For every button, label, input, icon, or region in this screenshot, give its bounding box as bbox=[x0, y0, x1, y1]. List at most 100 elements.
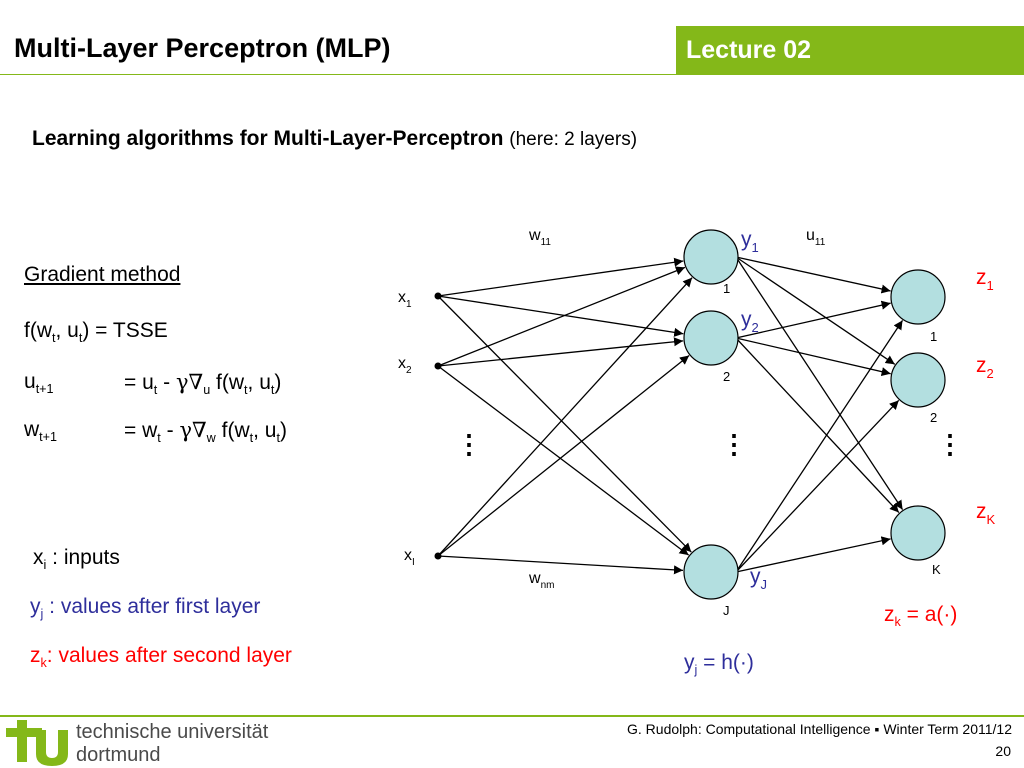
edge-x3-y3 bbox=[437, 555, 684, 575]
network-edges bbox=[437, 256, 904, 575]
zk-text: = a(·) bbox=[900, 603, 958, 626]
hidden-index-2: 2 bbox=[723, 369, 730, 384]
hidden-node-1 bbox=[683, 229, 739, 285]
edge-x2-y1 bbox=[437, 266, 686, 367]
w-rhs4: , u bbox=[253, 419, 277, 442]
edge-x1-y3 bbox=[437, 295, 692, 553]
f-sub-t1: t bbox=[52, 331, 56, 346]
zk-sym: z bbox=[884, 603, 895, 626]
hidden-label-2: y2 bbox=[741, 308, 759, 335]
header-divider bbox=[0, 74, 1024, 75]
output-label-1: z1 bbox=[976, 266, 994, 293]
w-update-formula: wt+1= wt - γ∇w f(wt, ut) bbox=[24, 418, 287, 445]
output-index-2: 2 bbox=[930, 410, 937, 425]
u-rhs5: ) bbox=[274, 371, 282, 394]
u-gamma: γ bbox=[175, 370, 189, 394]
edge-x2-y2 bbox=[437, 337, 684, 367]
legend-z-sub: k bbox=[40, 656, 47, 671]
edge-x3-y2 bbox=[437, 354, 690, 557]
edge-y2-z1 bbox=[735, 300, 891, 339]
f-part-c: ) = TSSE bbox=[82, 319, 168, 342]
input-dot-2 bbox=[434, 362, 442, 370]
network-nodes bbox=[434, 229, 946, 600]
w-rhs-sub2: t bbox=[249, 431, 254, 446]
edge-y3-z2 bbox=[735, 399, 900, 573]
weight-w11-label: w11 bbox=[528, 227, 551, 248]
tu-logo bbox=[6, 720, 68, 766]
legend-y-text: : values after first layer bbox=[43, 595, 261, 618]
output-index-3: K bbox=[932, 562, 941, 577]
hidden-node-3 bbox=[683, 544, 739, 600]
legend-z-sym: z bbox=[30, 644, 41, 667]
u-lhs-sub: t+1 bbox=[35, 382, 54, 397]
w-nabla: ∇ bbox=[192, 418, 207, 442]
w-rhs1: = w bbox=[124, 419, 158, 442]
page-number: 20 bbox=[995, 743, 1011, 759]
subheading-note: (here: 2 layers) bbox=[509, 129, 638, 150]
hidden-node-2 bbox=[683, 310, 739, 366]
edge-x2-y3 bbox=[437, 365, 690, 556]
gradient-method-heading: Gradient method bbox=[24, 263, 181, 286]
legend-first-layer: yj : values after first layer bbox=[30, 595, 261, 622]
footer-credit: G. Rudolph: Computational Intelligence ▪… bbox=[627, 721, 1012, 737]
edge-x3-y1 bbox=[437, 277, 693, 557]
weight-u11-label: u11 bbox=[806, 227, 826, 248]
legend-second-layer: zk: values after second layer bbox=[30, 644, 292, 671]
w-lhs-sub: t+1 bbox=[39, 430, 58, 445]
yj-text: = h(·) bbox=[697, 651, 754, 674]
subheading-bold: Learning algorithms for Multi-Layer-Perc… bbox=[32, 127, 504, 150]
w-rhs: = wt - γ∇w f(wt, ut) bbox=[124, 418, 287, 446]
output-label-3: zK bbox=[976, 500, 996, 527]
w-nabla-sub: w bbox=[206, 431, 216, 446]
legend-y-sub: j bbox=[40, 607, 44, 622]
u-nabla-sub: u bbox=[203, 383, 211, 398]
input-dot-1 bbox=[434, 292, 442, 300]
slide-title: Multi-Layer Perceptron (MLP) bbox=[14, 33, 391, 63]
u-rhs: = ut - γ∇u f(wt, ut) bbox=[124, 370, 282, 398]
f-sub-t2: t bbox=[78, 331, 83, 346]
legend-z-text: : values after second layer bbox=[46, 644, 292, 667]
output-label-2: z2 bbox=[976, 354, 994, 381]
u-rhs4: , u bbox=[247, 371, 271, 394]
subheading: Learning algorithms for Multi-Layer-Perc… bbox=[32, 127, 637, 151]
edge-y3-z1 bbox=[735, 319, 904, 573]
u-nabla: ∇ bbox=[188, 370, 204, 394]
hidden-label-1: y1 bbox=[741, 228, 759, 255]
university-name-line1: technische universität bbox=[76, 721, 269, 743]
legend-x-text: : inputs bbox=[46, 546, 120, 569]
u-lhs: u bbox=[24, 370, 36, 393]
u-update-formula: ut+1= ut - γ∇u f(wt, ut) bbox=[24, 370, 281, 397]
ellipsis-2: ⋮ bbox=[721, 429, 747, 459]
hidden-index-1: 1 bbox=[723, 281, 730, 296]
f-part-a: f(w bbox=[24, 319, 52, 342]
u-rhs-sub2: t bbox=[244, 383, 248, 398]
input-label-3: xI bbox=[404, 547, 415, 568]
legend-inputs: xi : inputs bbox=[33, 546, 120, 571]
w-rhs5: ) bbox=[279, 419, 287, 442]
footer-divider bbox=[0, 715, 1024, 717]
u-rhs3: f(w bbox=[210, 371, 245, 394]
ellipsis-1: ⋮ bbox=[456, 429, 482, 459]
yj-sub: j bbox=[694, 663, 698, 678]
output-node-1 bbox=[890, 269, 946, 325]
edge-x1-y1 bbox=[437, 257, 684, 297]
edge-y1-z2 bbox=[735, 256, 896, 365]
legend-y-sym: y bbox=[30, 595, 41, 618]
edge-y3-z3 bbox=[735, 536, 891, 573]
edge-y2-z3 bbox=[735, 337, 900, 513]
ellipsis-3: ⋮ bbox=[937, 429, 963, 459]
w-rhs2: - bbox=[160, 419, 180, 442]
u-rhs-sub3: t bbox=[270, 383, 275, 398]
hidden-index-3: J bbox=[723, 603, 730, 618]
hidden-label-3: yJ bbox=[750, 565, 767, 592]
university-name-line2: dortmund bbox=[76, 744, 161, 766]
hidden-activation-formula: yj = h(·) bbox=[684, 651, 754, 678]
legend-x-sym: x bbox=[33, 546, 44, 569]
zk-sub: k bbox=[894, 615, 901, 630]
output-index-1: 1 bbox=[930, 329, 937, 344]
yj-sym: y bbox=[684, 651, 695, 674]
w-rhs3: f(w bbox=[215, 419, 250, 442]
edge-y2-z2 bbox=[735, 337, 891, 377]
